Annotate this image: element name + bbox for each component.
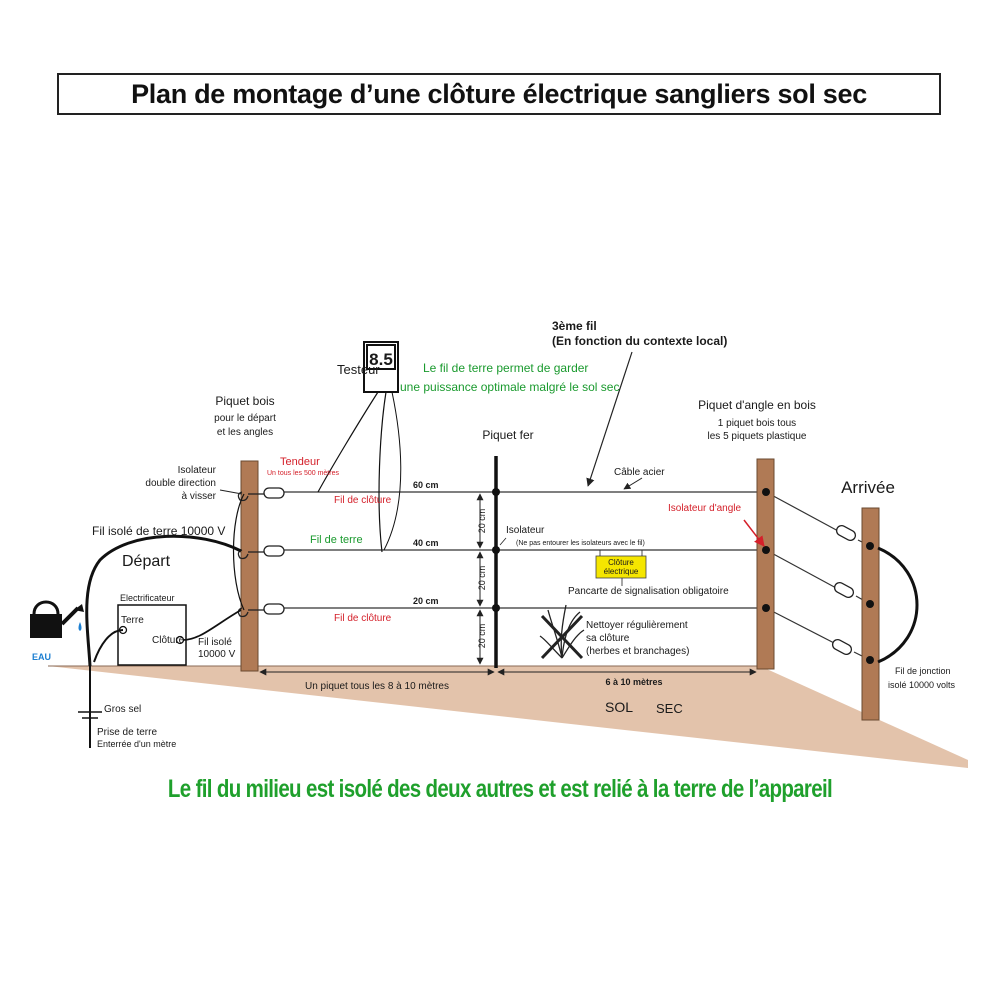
insulated-fence-wire (182, 609, 242, 641)
vertical-20cm-1: 20 cm (477, 509, 487, 534)
height-60-label: 60 cm (413, 480, 439, 490)
fence-wires (282, 491, 766, 609)
insulated-wire-label-2: 10000 V (198, 649, 236, 660)
watering-can-icon (30, 600, 84, 638)
page-title: Plan de montage d’une clôture électrique… (131, 78, 867, 109)
wooden-post-label-2: pour le départ (214, 413, 276, 424)
corner-post-label-3: les 5 piquets plastique (708, 431, 807, 442)
sign-text-2: électrique (604, 567, 639, 576)
corner-wooden-post (756, 458, 775, 670)
fence-wire-bottom-label: Fil de clôture (334, 613, 392, 624)
title-box: Plan de montage d’une clôture électrique… (57, 73, 941, 115)
middle-insulator-label: Isolateur (506, 525, 545, 536)
footer-note: Le fil du milieu est isolé des deux autr… (167, 775, 833, 803)
vertical-20cm-2: 20 cm (477, 566, 487, 591)
sign-caption: Pancarte de signalisation obligatoire (568, 586, 729, 597)
tensioner-label: Tendeur (280, 456, 320, 468)
tensioner-sublabel: Un tous les 500 mètres (267, 470, 339, 477)
clean-label-2: sa clôture (586, 633, 630, 644)
warning-sign (595, 555, 647, 579)
gros-sel-label: Gros sel (104, 704, 141, 715)
ground-rod-label-1: Prise de terre (97, 727, 157, 738)
green-note-line-2: une puissance optimale malgré le sol sec (400, 380, 619, 394)
clean-label-1: Nettoyer régulièrement (586, 620, 688, 631)
middle-insulator-note: (Ne pas entourer les isolateurs avec le … (516, 540, 645, 547)
testeur-label: Testeur (337, 362, 380, 377)
tester-device (317, 341, 402, 553)
third-wire-label: 3ème fil (552, 319, 597, 333)
arrivee-label: Arrivée (841, 478, 895, 497)
wooden-post-label-3: et les angles (217, 427, 273, 438)
arrival-wooden-post (861, 507, 880, 721)
sol-label: SOL (605, 699, 633, 715)
height-20-label: 20 cm (413, 596, 439, 606)
corner-post-insulators (762, 488, 770, 612)
terre-terminal-label: Terre (121, 615, 144, 626)
insulator-label-2: double direction (145, 478, 216, 489)
depart-label: Départ (122, 553, 171, 570)
corner-post-label-2: 1 piquet bois tous (718, 418, 796, 429)
clean-label-3: (herbes et branchages) (586, 646, 689, 657)
post-spacing-label: Un piquet tous les 8 à 10 mètres (305, 681, 449, 692)
insulator-label-3: à visser (182, 491, 217, 502)
third-wire-arrow (586, 351, 633, 487)
third-wire-context: (En fonction du contexte local) (552, 334, 727, 348)
electrifier-label: Electrificateur (120, 593, 175, 603)
ground-rod-label-2: Enterrée d'un mètre (97, 739, 176, 749)
iron-post-label: Piquet fer (482, 428, 533, 442)
corner-post-label-1: Piquet d'angle en bois (698, 398, 816, 412)
junction-wire-label-2: isolé 10000 volts (888, 680, 956, 690)
angle-insulators (831, 525, 857, 655)
water-label: EAU (32, 652, 51, 662)
sign-text-1: Clôture (608, 558, 634, 567)
angle-insulator-arrow (743, 519, 765, 547)
insulated-earth-wire (85, 534, 242, 667)
fence-wire-top-label: Fil de clôture (334, 495, 392, 506)
crossed-grass-icon (539, 604, 585, 660)
insulator-label-1: Isolateur (178, 465, 217, 476)
junction-wire (877, 546, 919, 664)
testeur-value: 8.5 (369, 350, 393, 369)
spacing-6-10-label: 6 à 10 mètres (605, 677, 662, 687)
cloture-terminal-label: Clôture (152, 635, 185, 646)
steel-cable-label: Câble acier (614, 467, 665, 478)
ground-sol-sec (48, 666, 968, 768)
vertical-20cm-3: 20 cm (477, 624, 487, 649)
insulated-earth-wire-label: Fil isolé de terre 10000 V (92, 524, 225, 538)
earth-wire-label: Fil de terre (310, 534, 363, 546)
tensioner-bottom (263, 603, 285, 615)
arrival-post-insulators (866, 542, 874, 664)
tensioner-top (263, 487, 285, 499)
green-note-line-1: Le fil de terre permet de garder (423, 361, 588, 375)
angle-insulator-label: Isolateur d'angle (668, 503, 742, 514)
height-40-label: 40 cm (413, 538, 439, 548)
angle-wires (765, 491, 871, 661)
iron-post-insulators (492, 488, 500, 612)
insulated-wire-label-1: Fil isolé (198, 637, 232, 648)
wooden-post-label-1: Piquet bois (215, 394, 274, 408)
electrifier-box (117, 604, 187, 666)
start-wooden-post (240, 460, 259, 672)
junction-wire-label-1: Fil de jonction (895, 666, 951, 676)
sec-label: SEC (656, 701, 683, 716)
tensioner-middle (263, 545, 285, 557)
